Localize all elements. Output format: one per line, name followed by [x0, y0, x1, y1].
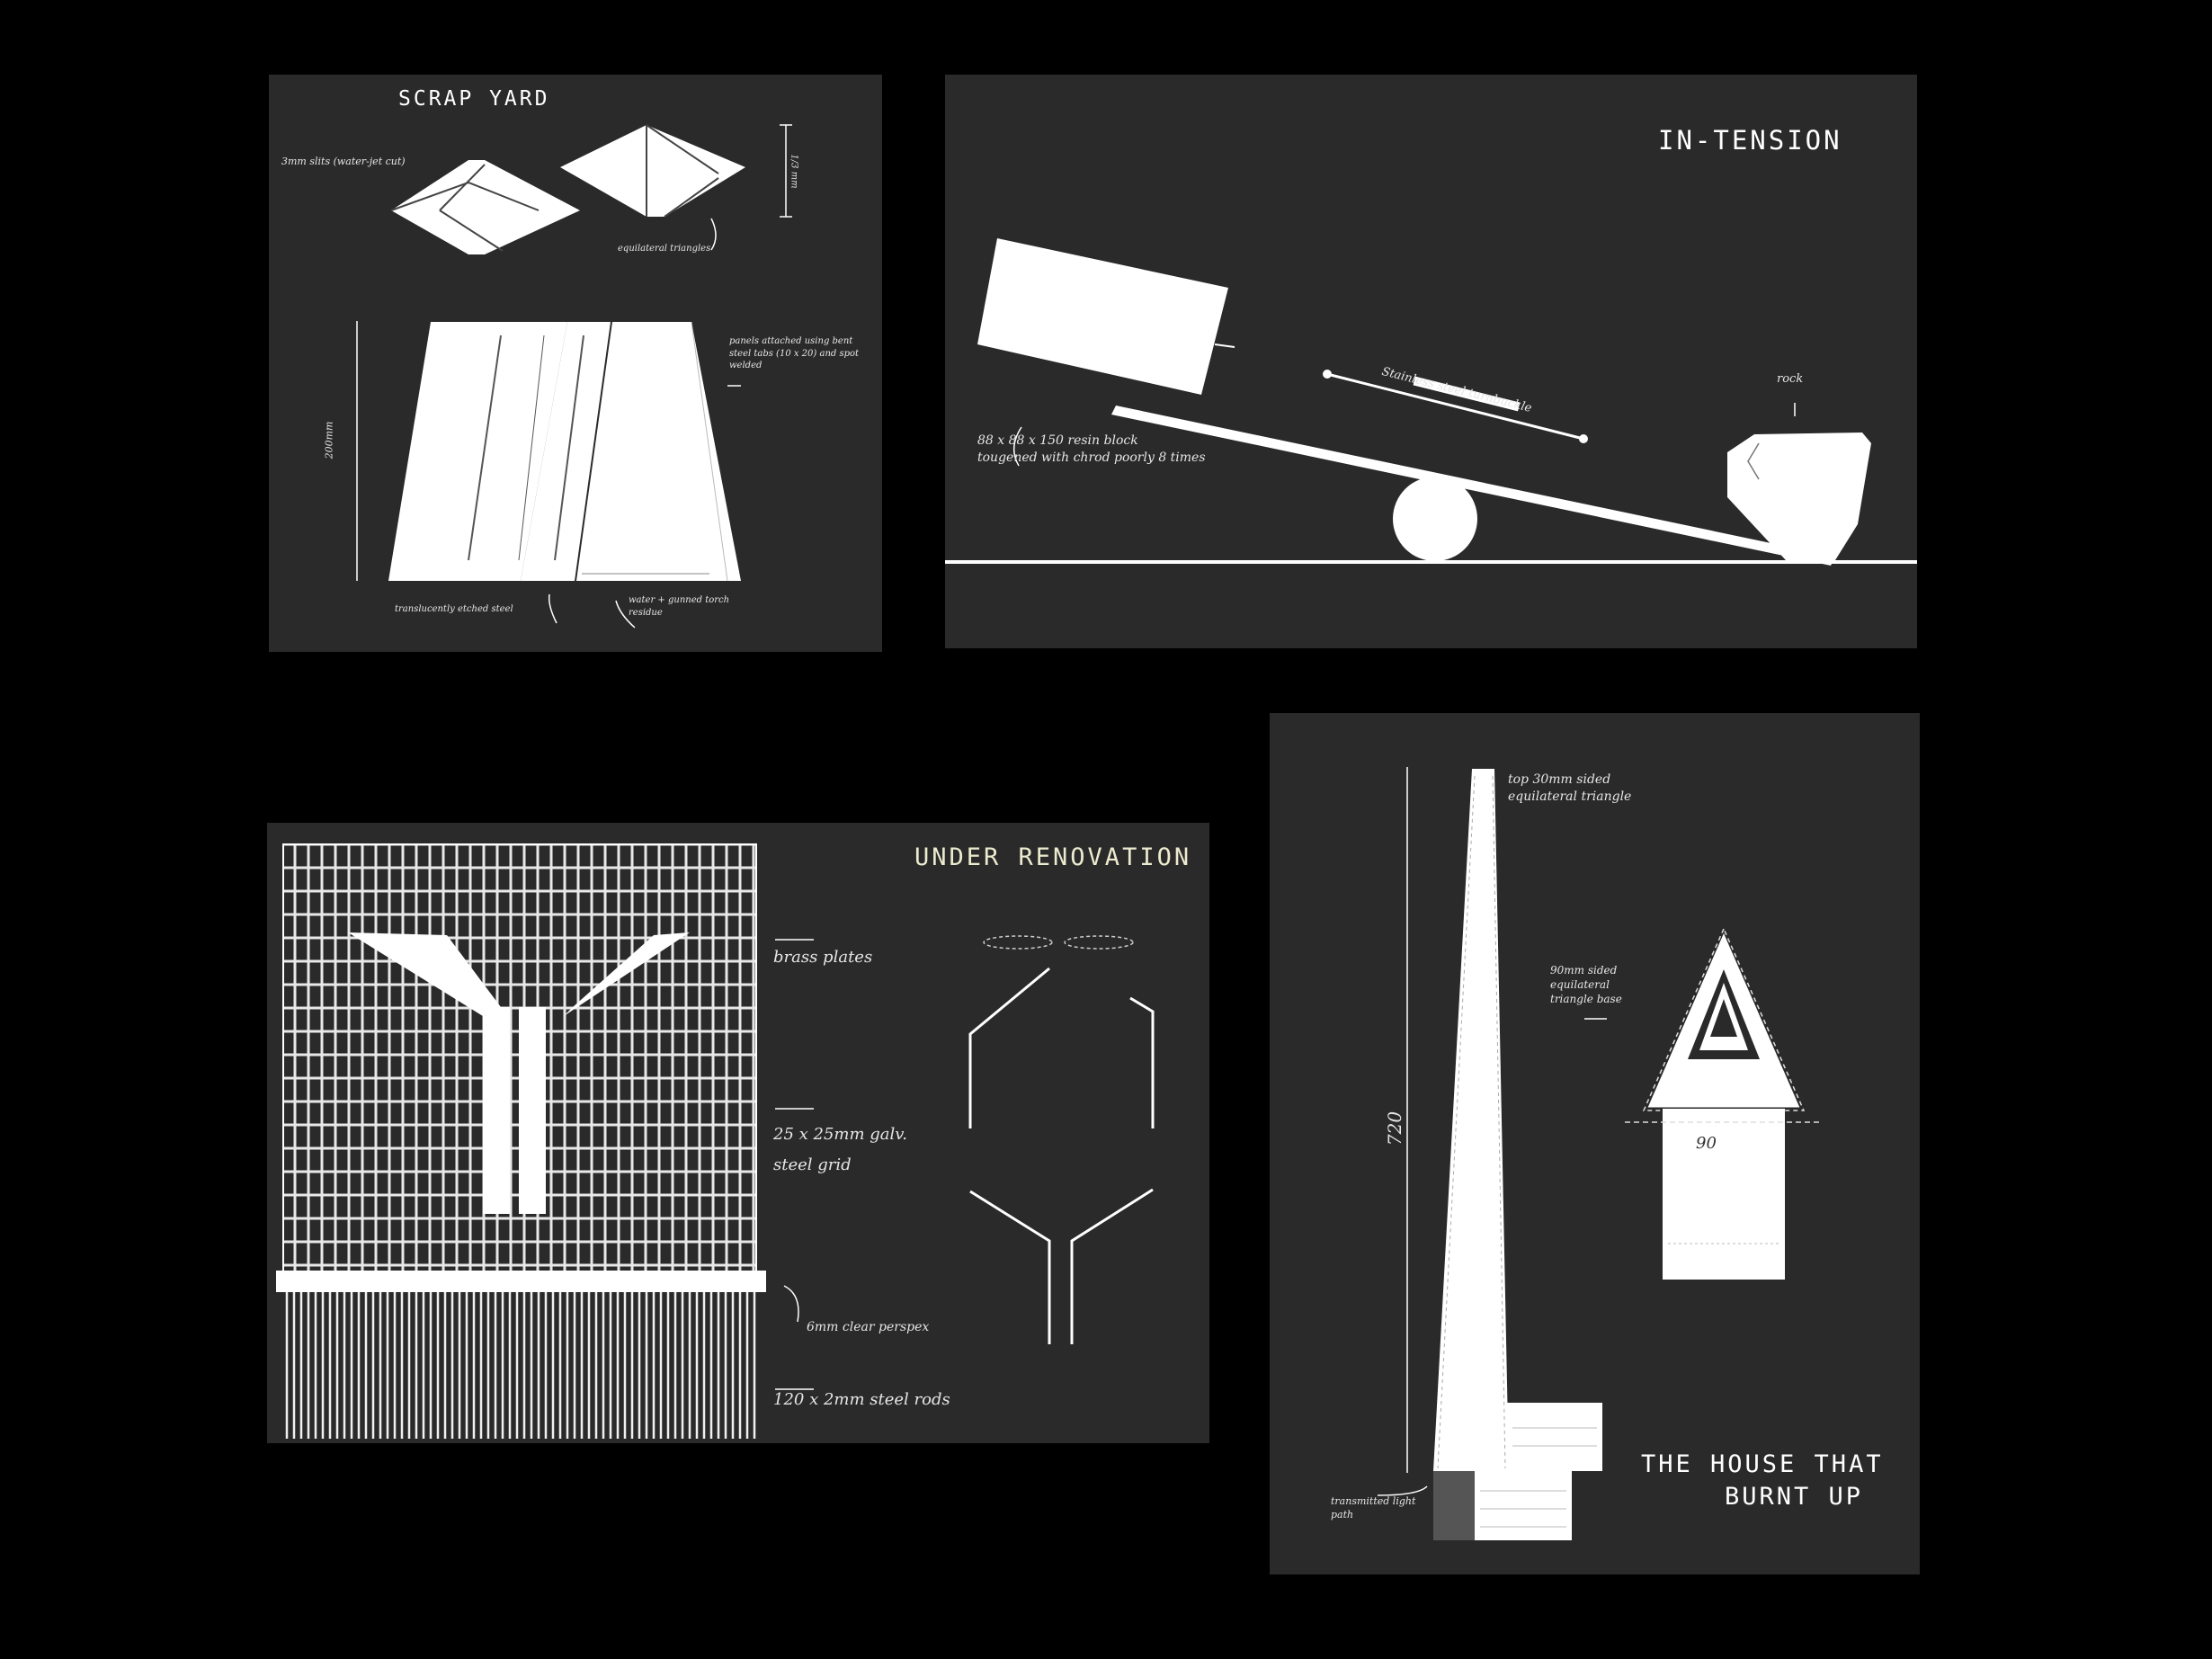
tower [1433, 769, 1509, 1471]
light-path [1433, 1471, 1475, 1540]
metal-note: translucently etched steel [395, 604, 513, 614]
turnbuckle-rod [1326, 372, 1584, 441]
brass-plate-right [564, 932, 690, 1016]
section-bottom [969, 1190, 1051, 1344]
under-renovation-drawing [276, 843, 1155, 1439]
diamond-left [391, 160, 580, 254]
rock-shape [1727, 433, 1871, 560]
triangle-column [1663, 1109, 1785, 1280]
lever-plank [1111, 406, 1835, 566]
in-tension-title: IN-TENSION [1658, 125, 1842, 156]
slits-note: 3mm slits (water-jet cut) [281, 156, 406, 167]
section-top [968, 967, 1050, 1128]
diamond-right [560, 125, 745, 217]
base-block-upper [1507, 1403, 1602, 1471]
scrap-yard-drawing [356, 124, 792, 629]
rock-note: rock [1777, 372, 1804, 386]
height-dimension-label: 200mm [323, 421, 335, 459]
resin-block [977, 238, 1228, 395]
perspex-slab-left [483, 1007, 510, 1214]
panel-shape-2 [521, 322, 611, 581]
scrap-yard-title: SCRAP YARD [398, 87, 550, 111]
steel-rods [283, 1292, 756, 1439]
panels-note: panels attached using bent steel tabs (1… [729, 336, 860, 370]
steel-rods-note: 120 x 2mm steel rods [773, 1390, 950, 1409]
base-triangle-note: 90mm sided equilateral triangle base [1550, 964, 1622, 1006]
small-dimension-label: 1/3 mm [789, 154, 799, 189]
scrap-yard-panel: SCRAP YARD 3mm slits (water-jet cut) equ… [269, 75, 882, 652]
perspex-note: 6mm clear perspex [807, 1320, 930, 1334]
light-path-note: transmitted light path [1331, 1495, 1416, 1521]
under-renovation-panel: UNDER RENOVATION brass plates 25 x 25mm … [267, 823, 1209, 1443]
in-tension-drawing [945, 238, 1917, 566]
house-title-line2: BURNT UP [1725, 1483, 1864, 1511]
house-burnt-up-drawing [1377, 767, 1823, 1540]
width-dimension-label: 90 [1696, 1134, 1717, 1153]
triangles-note: equilateral triangles [618, 244, 711, 254]
panel-shape-1 [388, 322, 567, 581]
in-tension-panel: IN-TENSION Stainless steel turnbuckle ro… [945, 75, 1917, 648]
brass-plate-left [348, 932, 501, 1016]
resin-block-note: 88 x 88 x 150 resin block tougened with … [977, 433, 1206, 465]
base-block-lower [1475, 1471, 1572, 1540]
height-dimension-label: 720 [1384, 1110, 1406, 1146]
brass-plates-note: brass plates [773, 948, 873, 967]
steel-grid-note: 25 x 25mm galv. steel grid [773, 1125, 908, 1175]
house-burnt-up-panel: top 30mm sided equilateral triangle 90mm… [1270, 713, 1920, 1574]
top-triangle-note: top 30mm sided equilateral triangle [1508, 772, 1632, 804]
panel-shape-3 [576, 322, 741, 581]
under-renovation-title: UNDER RENOVATION [914, 843, 1192, 871]
perspex-bar [276, 1271, 766, 1292]
perspex-slab-right [519, 1007, 546, 1214]
house-title-line1: THE HOUSE THAT [1641, 1450, 1884, 1478]
residue-note: water + gunned torch residue [629, 595, 730, 618]
fulcrum-sphere [1393, 477, 1477, 561]
